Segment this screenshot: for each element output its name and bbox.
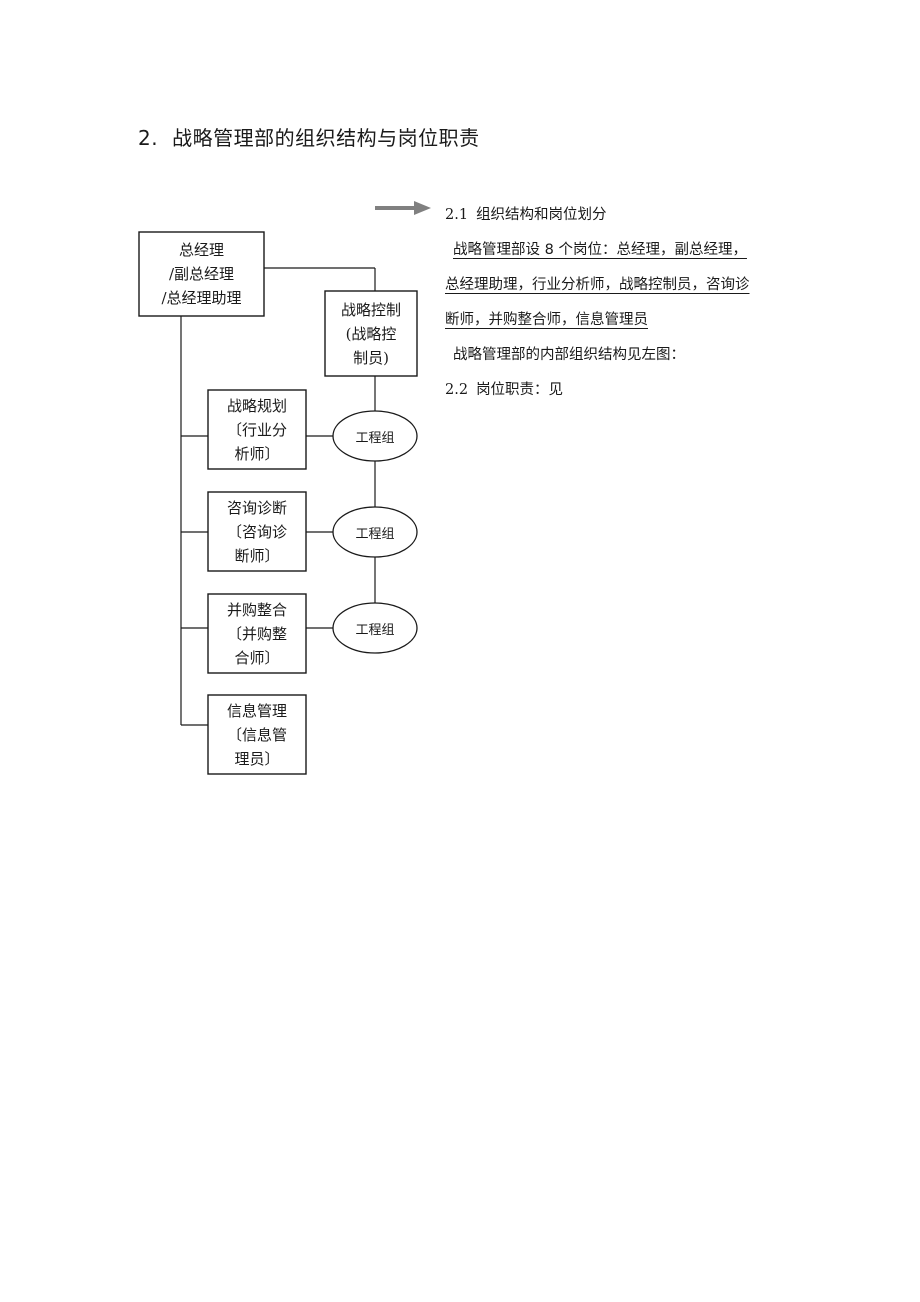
unit-line3: 合师〕 [234, 648, 280, 667]
info-management-label: 信息管理 〔信息管 理员〕 [208, 695, 306, 774]
general-manager-line2: /副总经理 [168, 265, 235, 283]
unit-line2: 〔信息管 [226, 725, 287, 744]
project-group-label: 工程组 [355, 430, 395, 446]
strategy-planning-label: 战略规划 〔行业分 析师〕 [208, 390, 306, 469]
unit-line1: 战略规划 [226, 396, 287, 415]
oval-project-group-2 [332, 506, 418, 558]
subsection-number: 2.1 [445, 207, 469, 223]
box-merger [207, 593, 307, 674]
box-general-manager [138, 231, 265, 317]
unit-line3: 理员〕 [234, 749, 280, 768]
unit-line3: 断师〕 [234, 546, 280, 565]
oval-project-group-3 [332, 602, 418, 654]
positions-line-2: 总经理助理，行业分析师，战略控制员，咨询诊 [445, 277, 750, 293]
subsection-title: 组织结构和岗位划分 [476, 207, 607, 223]
unit-line2: 〔咨询诊 [226, 522, 287, 541]
unit-line1: 并购整合 [226, 600, 287, 619]
section-heading: 2. 战略管理部的组织结构与岗位职责 [138, 122, 480, 151]
subsection-number: 2.2 [445, 382, 469, 398]
merger-label: 并购整合 〔并购整 合师〕 [208, 594, 306, 673]
subsection-title: 岗位职责：见 [476, 382, 564, 398]
project-group-label: 工程组 [355, 526, 395, 542]
box-strategy-planning [207, 389, 307, 470]
subsection-2-1: 2.1 组织结构和岗位划分 [445, 203, 805, 238]
arrow-icon [375, 201, 431, 215]
subsection-2-2: 2.2 岗位职责：见 [445, 378, 805, 413]
section-number: 2. [138, 126, 159, 150]
unit-line1: 信息管理 [226, 701, 287, 720]
oval-project-group-1 [332, 410, 418, 462]
general-manager-line1: 总经理 [178, 241, 224, 259]
strategy-control-line2: (战略控 [345, 324, 397, 343]
connector-lines [180, 267, 376, 726]
unit-line3: 析师〕 [234, 444, 280, 463]
box-info-management [207, 694, 307, 775]
strategy-control-line3: 制员) [353, 348, 389, 367]
unit-line1: 咨询诊断 [226, 498, 287, 517]
general-manager-label: 总经理 /副总经理 /总经理助理 [139, 232, 264, 316]
general-manager-line3: /总经理助理 [161, 289, 242, 307]
project-group-label: 工程组 [355, 622, 395, 638]
box-strategy-control [324, 290, 418, 377]
structure-reference: 战略管理部的内部组织结构见左图： [453, 347, 685, 363]
positions-line-3: 断师，并购整合师，信息管理员 [445, 312, 648, 328]
section-title: 战略管理部的组织结构与岗位职责 [172, 126, 480, 150]
positions-line-1: 战略管理部设 8 个岗位：总经理，副总经理， [453, 242, 747, 258]
unit-line2: 〔行业分 [226, 420, 287, 439]
unit-line2: 〔并购整 [226, 624, 287, 643]
strategy-control-label: 战略控制 (战略控 制员) [325, 291, 417, 376]
box-consulting [207, 491, 307, 572]
strategy-control-line1: 战略控制 [340, 300, 401, 319]
consulting-label: 咨询诊断 〔咨询诊 断师〕 [208, 492, 306, 571]
description-text: 2.1 组织结构和岗位划分 战略管理部设 8 个岗位：总经理，副总经理， 总经理助… [445, 203, 805, 413]
